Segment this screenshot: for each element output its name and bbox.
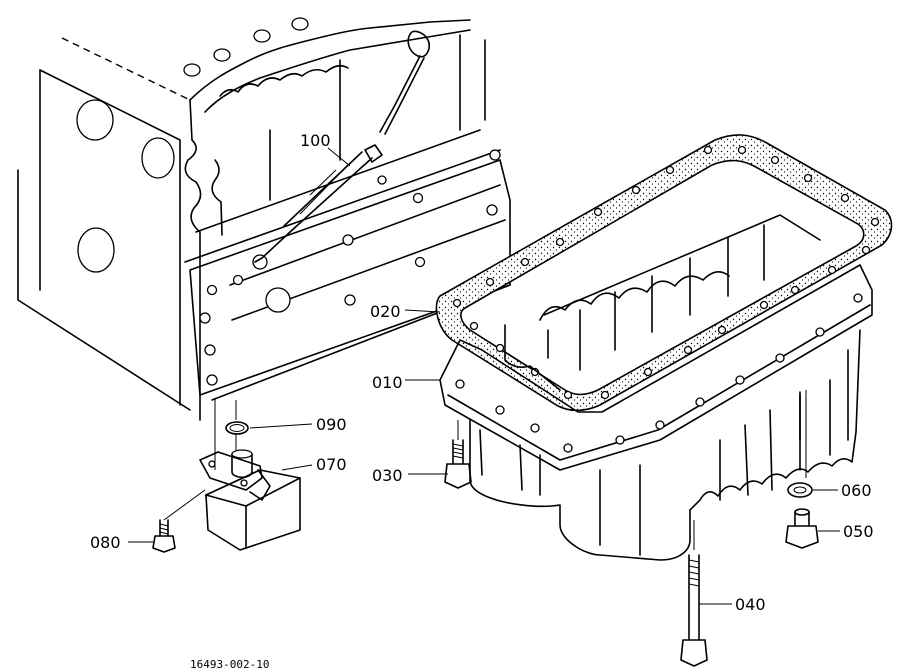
label-020: 020 [370,302,401,321]
figure-code: 16493-002-10 [190,658,269,668]
label-050: 050 [843,522,874,541]
label-070: 070 [316,455,347,474]
oil-strainer [199,449,301,551]
drain-plug-050 [785,508,819,549]
oil-pan [439,214,873,561]
label-040: 040 [735,595,766,614]
leader-lines [128,147,840,605]
label-090: 090 [316,415,347,434]
label-010: 010 [372,373,403,392]
label-060: 060 [841,481,872,500]
washer-060 [787,482,813,498]
label-080: 080 [90,533,121,552]
o-ring [225,421,249,450]
bolt-030 [444,420,472,489]
label-100: 100 [300,131,331,150]
label-030: 030 [372,466,403,485]
dipstick [254,30,431,263]
bolt-040 [680,520,708,667]
bolt-080 [152,489,206,553]
oil-pan-gasket [435,134,893,412]
engine-block [17,17,511,470]
